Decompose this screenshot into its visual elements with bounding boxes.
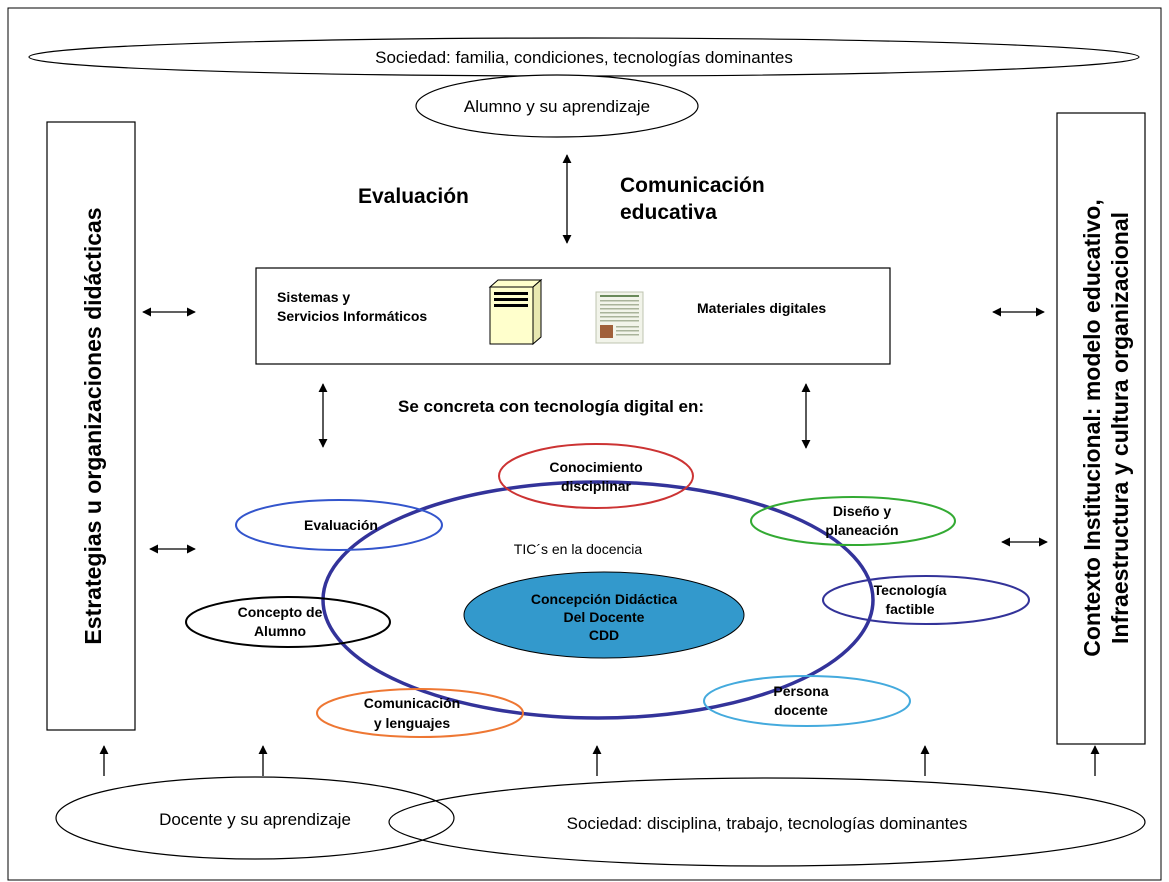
systems-label-line1: Sistemas y xyxy=(277,289,350,305)
tic-circle-label: TIC´s en la docencia xyxy=(514,541,643,557)
student-learning-node: Alumno y su aprendizaje xyxy=(415,74,699,138)
student-learning-label: Alumno y su aprendizaje xyxy=(464,97,650,116)
technology-node: Tecnología factible xyxy=(822,575,1030,625)
design-node: Diseño y planeación xyxy=(750,496,956,546)
person-node: Persona docente xyxy=(703,675,911,727)
core-line3: CDD xyxy=(589,627,619,643)
left-strategies-box: Estrategias u organizaciones didácticas xyxy=(46,121,136,731)
student-concept-line2: Alumno xyxy=(254,623,306,639)
teacher-learning-label: Docente y su aprendizaje xyxy=(159,810,351,829)
evaluation-node-label: Evaluación xyxy=(304,517,378,533)
communication-heading-line2: educativa xyxy=(620,201,717,224)
core-line1: Concepción Didáctica xyxy=(531,591,677,607)
communication-heading-line1: Comunicación xyxy=(620,174,765,197)
technology-line1: Tecnología xyxy=(874,582,947,598)
bottom-society-node: Sociedad: disciplina, trabajo, tecnologí… xyxy=(388,777,1146,867)
right-context-box: Contexto Institucional: modelo educativo… xyxy=(1056,112,1146,745)
server-icon xyxy=(488,278,543,346)
right-context-label-line2: Infraestructura y cultura organizacional xyxy=(1107,212,1133,644)
design-line2: planeación xyxy=(825,522,898,538)
evaluation-heading: Evaluación xyxy=(358,185,469,208)
student-concept-line1: Concepto de xyxy=(238,604,323,620)
systems-label-line2: Servicios Informáticos xyxy=(277,308,427,324)
person-line1: Persona xyxy=(773,683,828,699)
person-line2: docente xyxy=(774,702,828,718)
student-concept-node: Concepto de Alumno xyxy=(185,596,391,648)
communication-node: Comunicación y lenguajes xyxy=(316,688,524,738)
core-line2: Del Docente xyxy=(564,609,645,625)
materials-label: Materiales digitales xyxy=(697,300,826,316)
left-strategies-label: Estrategias u organizaciones didácticas xyxy=(80,207,106,644)
design-line1: Diseño y xyxy=(833,503,892,519)
knowledge-node: Conocimiento disciplinar xyxy=(498,443,694,509)
technology-line2: factible xyxy=(885,601,934,617)
communication-line2: y lenguajes xyxy=(374,715,450,731)
teacher-learning-node: Docente y su aprendizaje xyxy=(55,776,455,860)
knowledge-line1: Conocimiento xyxy=(549,459,642,475)
tic-big-circle xyxy=(321,480,875,720)
center-systems-box: Sistemas y Servicios Informáticos Materi… xyxy=(255,267,891,365)
communication-line1: Comunicación xyxy=(364,695,460,711)
concretion-label: Se concreta con tecnología digital en: xyxy=(398,397,704,416)
bottom-society-label: Sociedad: disciplina, trabajo, tecnologí… xyxy=(567,814,968,833)
knowledge-line2: disciplinar xyxy=(561,478,632,494)
right-context-label-line1: Contexto Institucional: modelo educativo… xyxy=(1079,199,1105,656)
outer-frame xyxy=(7,7,1162,881)
evaluation-node: Evaluación xyxy=(235,499,443,551)
document-thumbnail-icon xyxy=(595,291,644,344)
top-society-node: Sociedad: familia, condiciones, tecnolog… xyxy=(28,37,1140,77)
core-cdd-node: Concepción Didáctica Del Docente CDD xyxy=(463,571,745,659)
top-society-label: Sociedad: familia, condiciones, tecnolog… xyxy=(375,48,793,67)
